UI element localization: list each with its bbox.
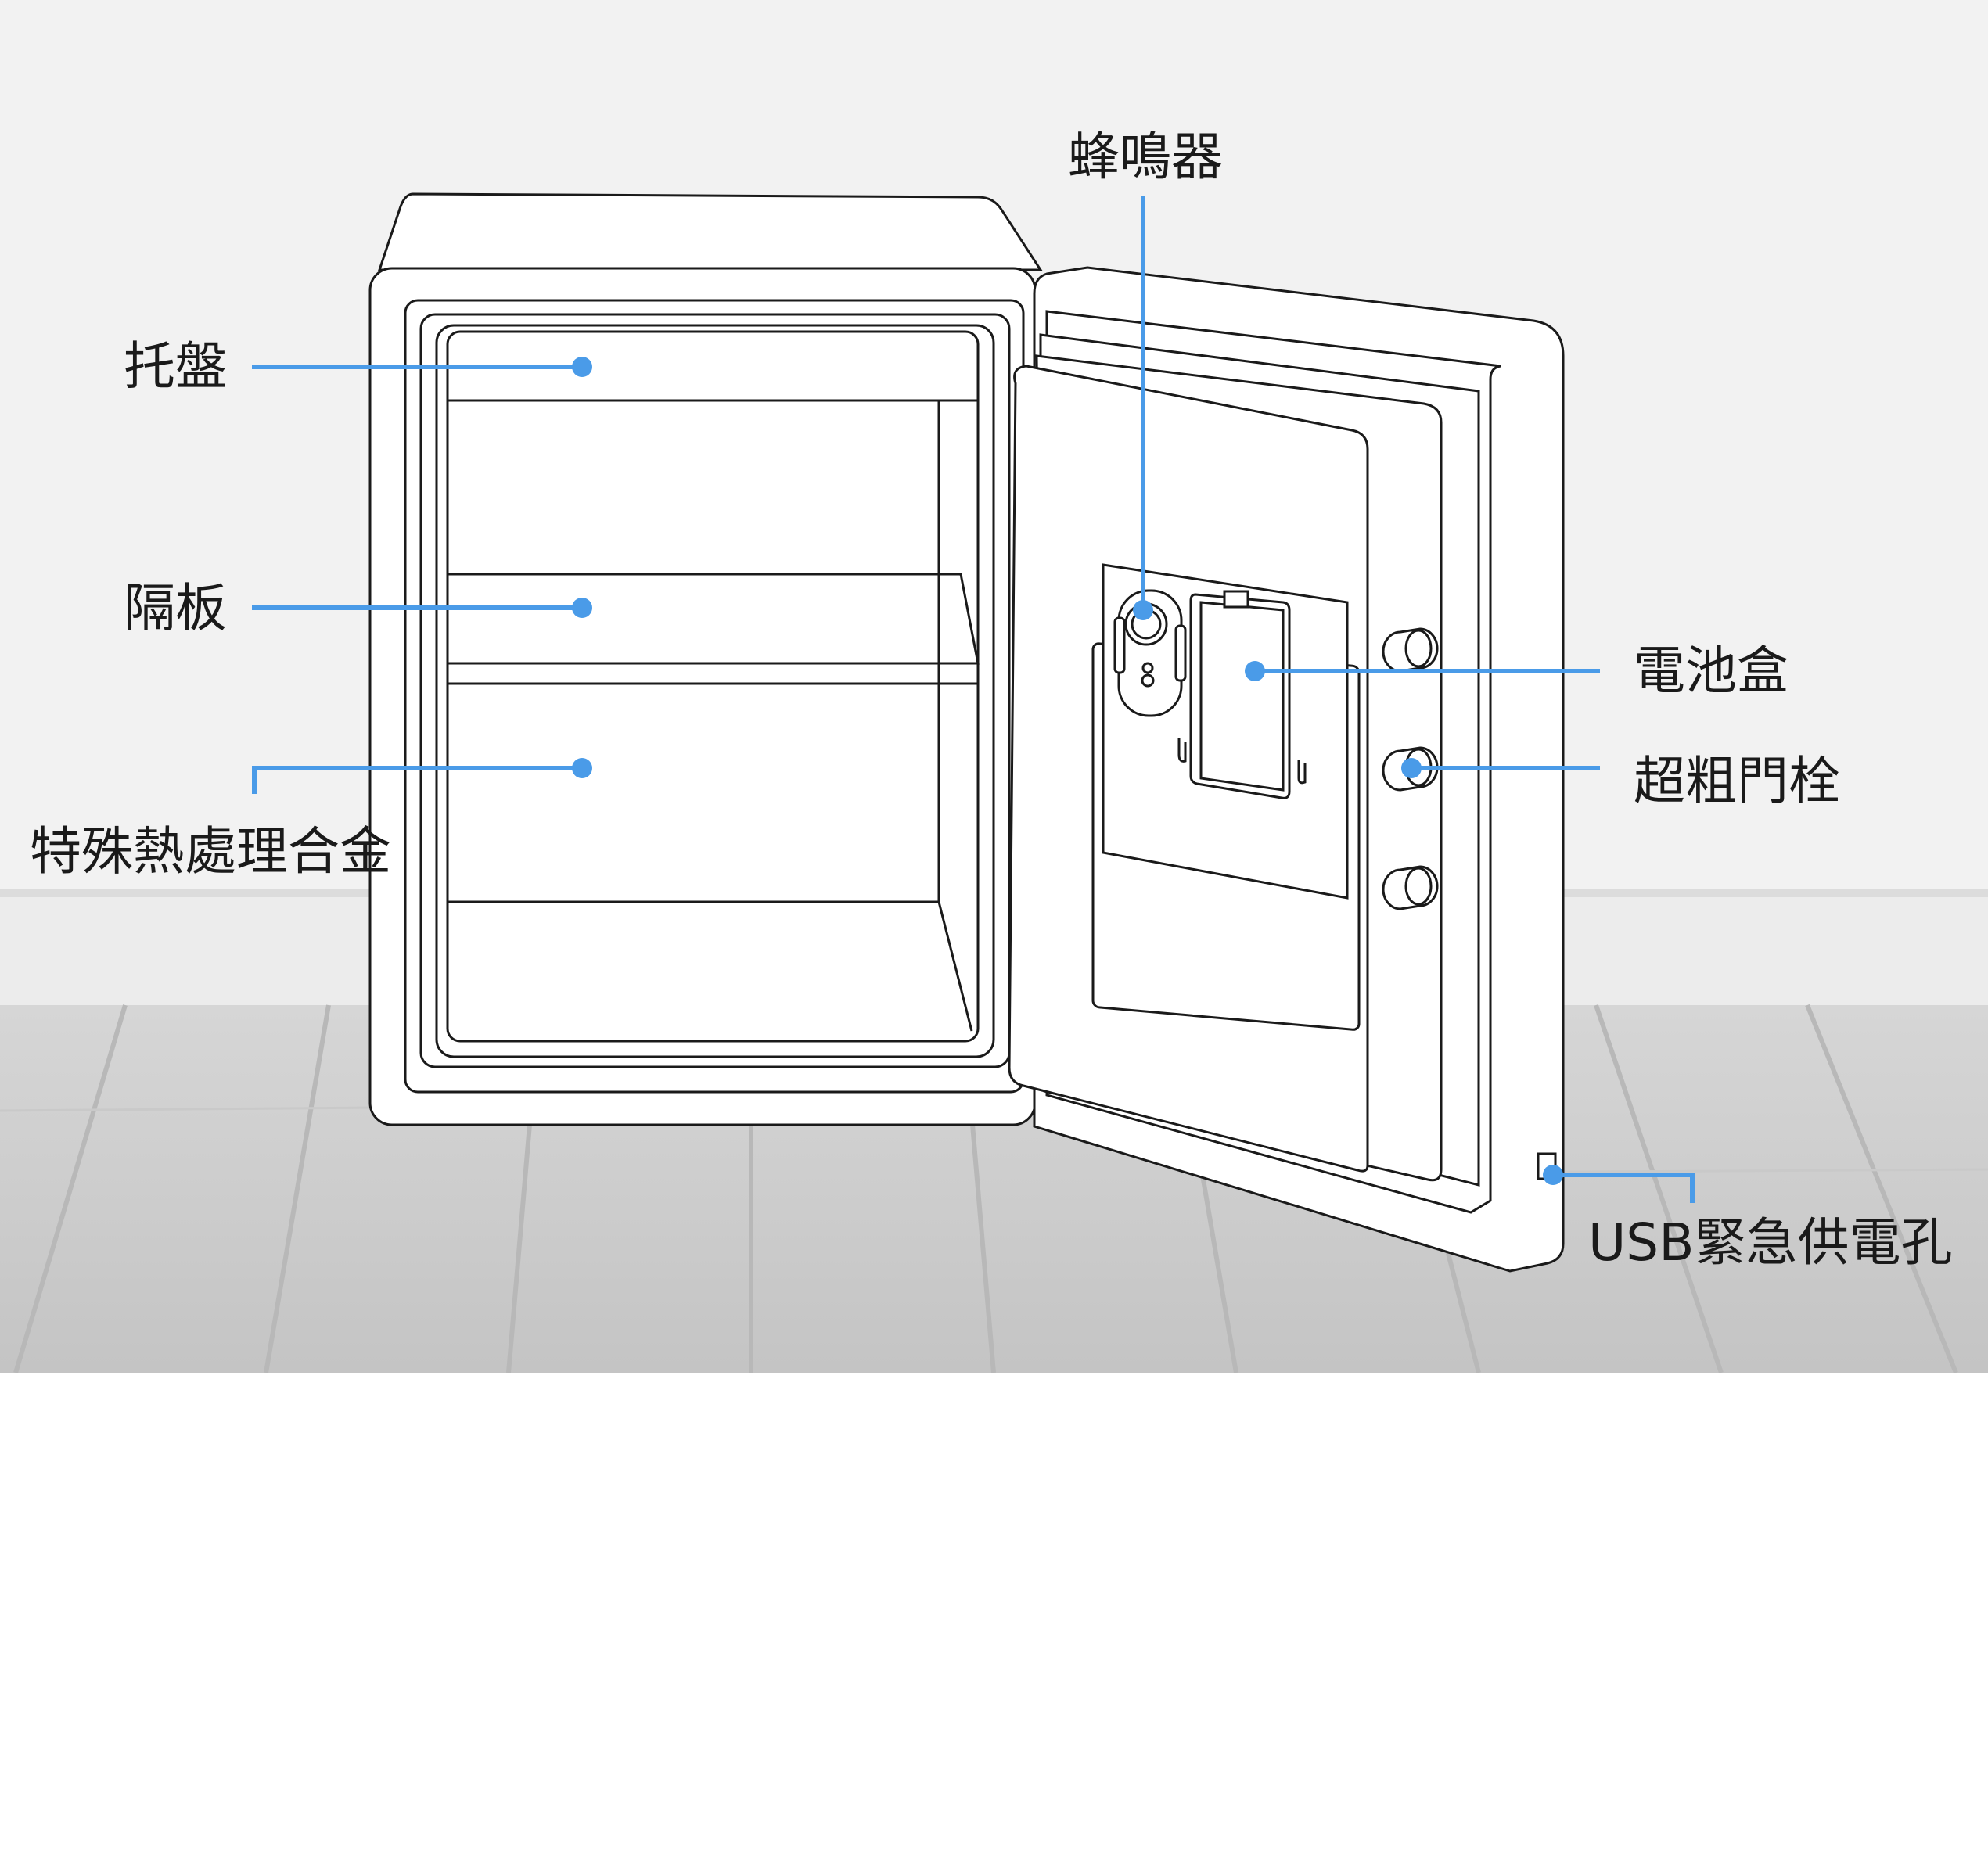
callout-tray-dot <box>572 357 592 377</box>
label-bolts: 超粗門栓 <box>1634 751 1840 811</box>
callout-alloy-dot <box>572 758 592 778</box>
bottom-blank <box>0 1373 1988 1871</box>
label-usb: USB緊急供電孔 <box>1588 1212 1953 1273</box>
callout-usb-dot <box>1543 1165 1563 1185</box>
label-tray: 托盤 <box>124 336 227 397</box>
safe-interior-lines <box>448 399 980 1032</box>
callout-shelf-dot <box>572 598 592 618</box>
floor-side-line <box>937 901 973 1032</box>
callout-usb-line <box>1553 1173 1695 1203</box>
lock-side-left <box>1113 616 1126 674</box>
shelf-panel <box>448 573 980 665</box>
hook-left <box>1177 738 1187 763</box>
keyhole-lower <box>1141 673 1155 688</box>
safe-body <box>368 192 1043 1126</box>
callout-lines <box>252 196 1695 1203</box>
battery-box <box>1189 593 1291 799</box>
lock-side-right <box>1174 624 1187 682</box>
safe-compartment <box>446 330 980 1043</box>
battery-tab <box>1223 590 1249 609</box>
callout-alloy-line <box>252 766 582 794</box>
callout-buzzer-dot <box>1133 600 1153 620</box>
callout-dots <box>572 357 1563 1185</box>
callout-bolts-dot <box>1401 758 1422 778</box>
safe-top-face <box>377 192 1043 271</box>
label-shelf: 隔板 <box>124 578 227 638</box>
lock-assembly <box>1113 589 1307 799</box>
label-buzzer: 蜂鳴器 <box>1068 127 1223 187</box>
hook-right <box>1297 760 1307 785</box>
battery-box-inner <box>1199 601 1285 792</box>
label-battery-box: 電池盒 <box>1634 641 1788 701</box>
label-alloy: 特殊熱處理合金 <box>30 821 391 882</box>
keyhole-upper <box>1141 662 1154 674</box>
callout-battery-dot <box>1245 661 1265 681</box>
